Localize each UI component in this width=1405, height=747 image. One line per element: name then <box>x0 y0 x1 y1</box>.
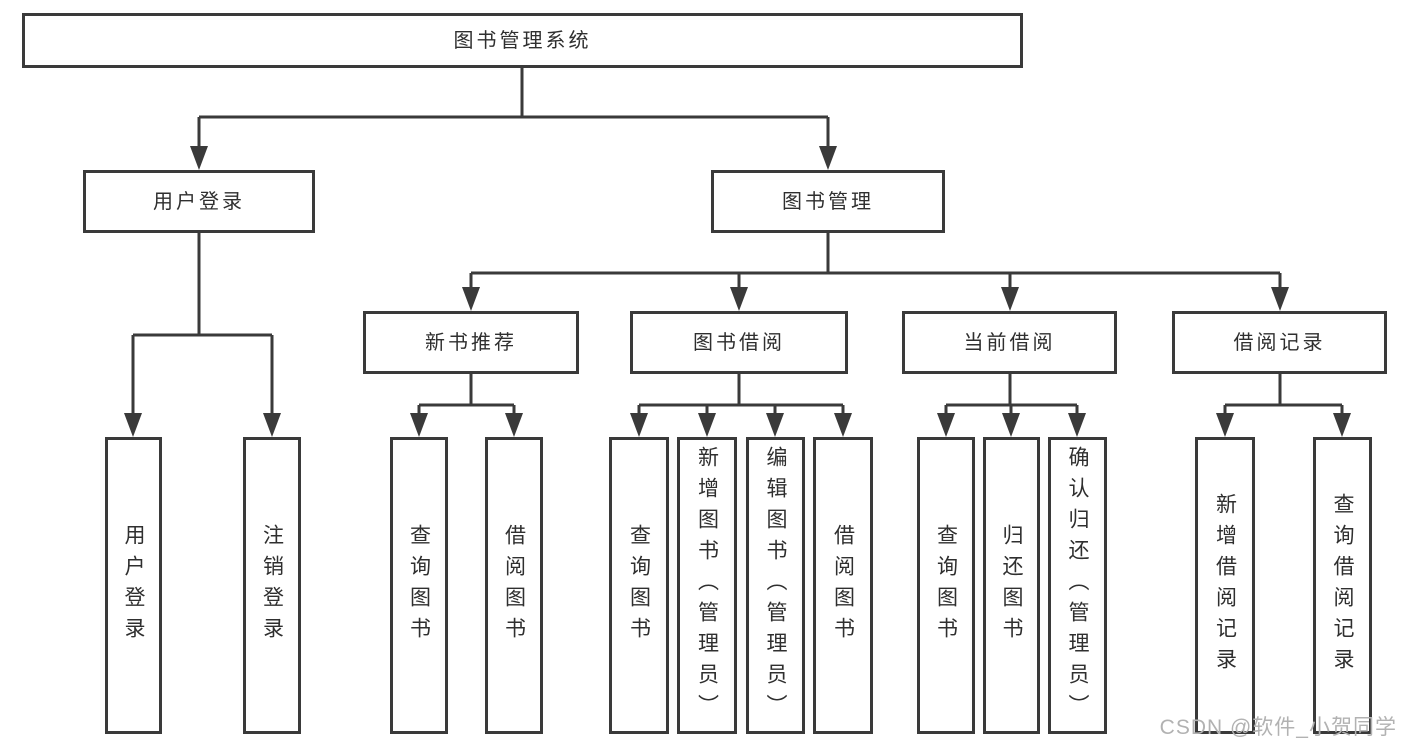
leaf-borrow-books-recommend: 借阅图书 <box>485 437 543 734</box>
leaf-add-books-admin: 新增图书（管理员） <box>677 437 737 734</box>
node-user-login: 用户登录 <box>83 170 315 233</box>
leaf-borrow-books-borrowing: 借阅图书 <box>813 437 873 734</box>
leaf-query-books-borrowing: 查询图书 <box>609 437 669 734</box>
leaf-edit-books-admin: 编辑图书（管理员） <box>746 437 805 734</box>
leaf-query-borrow-record: 查询借阅记录 <box>1313 437 1372 734</box>
node-book-borrowing: 图书借阅 <box>630 311 848 374</box>
leaf-confirm-return-admin: 确认归还（管理员） <box>1048 437 1107 734</box>
leaf-logout: 注销登录 <box>243 437 301 734</box>
leaf-query-books-recommend: 查询图书 <box>390 437 448 734</box>
node-current-borrowing: 当前借阅 <box>902 311 1117 374</box>
node-book-management: 图书管理 <box>711 170 945 233</box>
node-new-book-recommendation: 新书推荐 <box>363 311 579 374</box>
leaf-return-books: 归还图书 <box>983 437 1040 734</box>
leaf-user-login: 用户登录 <box>105 437 162 734</box>
node-borrowing-records: 借阅记录 <box>1172 311 1387 374</box>
leaf-add-borrow-record: 新增借阅记录 <box>1195 437 1255 734</box>
leaf-query-books-current: 查询图书 <box>917 437 975 734</box>
node-root: 图书管理系统 <box>22 13 1023 68</box>
watermark-text: CSDN @软件_小贺同学 <box>1159 716 1397 739</box>
